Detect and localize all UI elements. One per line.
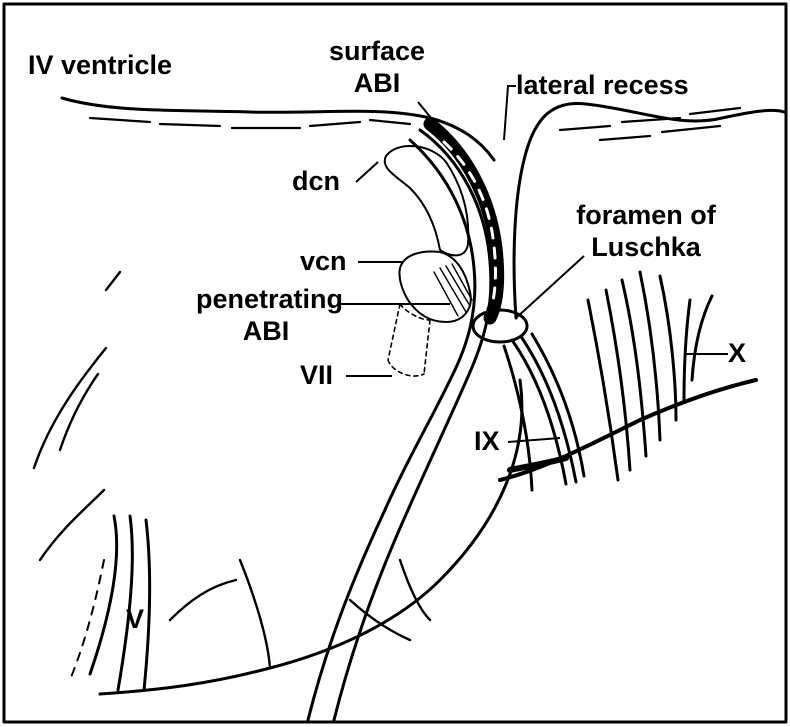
leader-lateral-recess — [504, 86, 516, 140]
leader-ix — [508, 438, 560, 442]
leader-dcn — [356, 162, 378, 182]
leader-foramen — [516, 256, 584, 318]
leader-surface-abi — [418, 102, 436, 124]
